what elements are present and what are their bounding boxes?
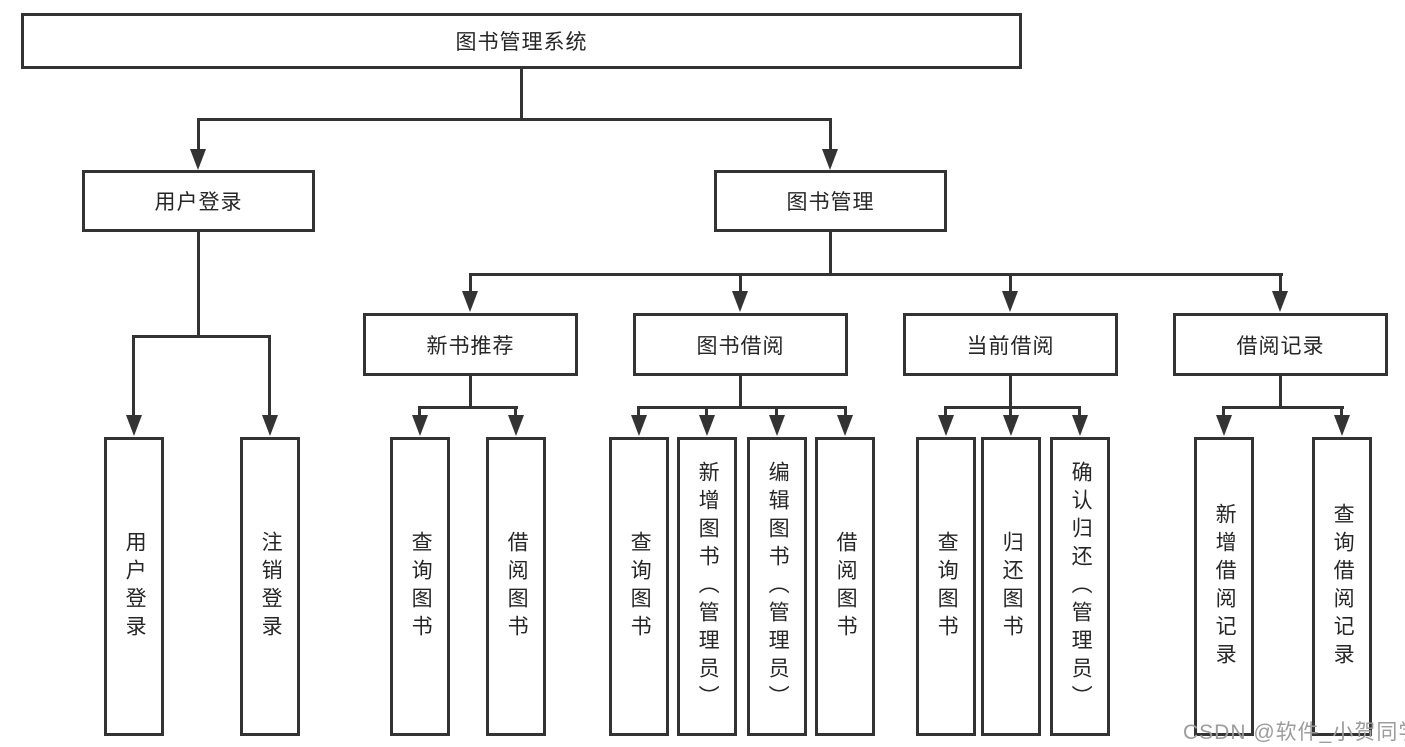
leaf-edit-books-admin: 编辑图书（管理员） xyxy=(747,437,807,736)
arrowhead-borrow-record xyxy=(1272,291,1288,312)
leaf-return-books: 归还图书 xyxy=(981,437,1041,736)
connector-new-book-bar xyxy=(418,406,518,409)
leaf-confirm-return-admin: 确认归还（管理员） xyxy=(1050,437,1110,736)
connector-current-borrow-bar xyxy=(944,406,1081,409)
connector-root-stem xyxy=(520,69,523,118)
leaf-add-borrowing-record: 新增借阅记录 xyxy=(1194,437,1254,736)
arrowhead-leaf xyxy=(508,415,524,436)
connector-stub xyxy=(418,406,421,417)
arrowhead-leaf xyxy=(631,415,647,436)
connector-user-login-bar xyxy=(132,335,271,338)
connector-to-new-book xyxy=(469,273,472,293)
node-borrowing-records: 借阅记录 xyxy=(1173,313,1388,376)
leaf-add-books-admin: 新增图书（管理员） xyxy=(677,437,737,736)
connector-stub xyxy=(514,406,517,417)
arrowhead-leaf xyxy=(1003,415,1019,436)
leaf-query-books-borrow: 查询图书 xyxy=(609,437,669,736)
arrowhead-leaf xyxy=(412,415,428,436)
connector-to-book-management xyxy=(829,118,832,151)
connector-to-leaf-user-login xyxy=(132,335,135,416)
node-user-login: 用户登录 xyxy=(82,170,315,232)
leaf-borrow-books: 借阅图书 xyxy=(815,437,875,736)
arrowhead-leaf xyxy=(938,415,954,436)
connector-stub xyxy=(637,406,640,417)
connector-to-user-login xyxy=(197,118,200,151)
connector-to-borrow-record xyxy=(1279,273,1282,293)
connector-to-book-borrow xyxy=(739,273,742,293)
connector-borrow-record-stem xyxy=(1279,376,1282,407)
connector-level1-bar xyxy=(197,118,832,121)
node-library-management-system: 图书管理系统 xyxy=(21,13,1022,69)
connector-book-borrow-bar xyxy=(637,406,847,409)
arrowhead-leaf xyxy=(1072,415,1088,436)
connector-stub xyxy=(944,406,947,417)
connector-stub xyxy=(1222,406,1225,417)
arrowhead-leaf-logout xyxy=(262,415,278,436)
arrowhead-leaf xyxy=(1216,415,1232,436)
connector-stub xyxy=(705,406,708,417)
connector-to-leaf-logout xyxy=(268,335,271,416)
connector-book-borrow-stem xyxy=(739,376,742,407)
arrowhead-leaf xyxy=(769,415,785,436)
watermark: CSDN @软件_小贺同学 xyxy=(1183,721,1405,744)
node-new-book-recommendation: 新书推荐 xyxy=(363,313,578,376)
leaf-borrow-books-recommend: 借阅图书 xyxy=(486,437,546,736)
arrowhead-current-borrow xyxy=(1002,291,1018,312)
node-book-management: 图书管理 xyxy=(714,170,947,232)
connector-to-current-borrow xyxy=(1009,273,1012,293)
arrowhead-leaf xyxy=(699,415,715,436)
arrowhead-leaf xyxy=(1334,415,1350,436)
arrowhead-book-borrow xyxy=(732,291,748,312)
connector-stub xyxy=(844,406,847,417)
connector-book-management-stem xyxy=(829,232,832,274)
connector-stub xyxy=(1340,406,1343,417)
leaf-query-books-current: 查询图书 xyxy=(916,437,976,736)
connector-new-book-stem xyxy=(469,376,472,407)
arrowhead-new-book xyxy=(462,291,478,312)
connector-current-borrow-stem xyxy=(1009,376,1012,407)
connector-stub xyxy=(1078,406,1081,417)
node-current-borrowing: 当前借阅 xyxy=(903,313,1118,376)
connector-stub xyxy=(1009,406,1012,417)
connector-borrow-record-bar xyxy=(1222,406,1344,409)
leaf-query-books-recommend: 查询图书 xyxy=(390,437,450,736)
arrowhead-user-login xyxy=(190,149,206,170)
arrowhead-leaf xyxy=(837,415,853,436)
node-book-borrowing: 图书借阅 xyxy=(633,313,848,376)
leaf-query-borrowing-record: 查询借阅记录 xyxy=(1312,437,1372,736)
arrowhead-book-management xyxy=(822,149,838,170)
leaf-user-login: 用户登录 xyxy=(104,437,164,736)
leaf-logout: 注销登录 xyxy=(240,437,300,736)
arrowhead-leaf-user-login xyxy=(126,415,142,436)
connector-stub xyxy=(775,406,778,417)
connector-user-login-stem xyxy=(197,232,200,336)
connector-level2-bar xyxy=(469,273,1283,276)
